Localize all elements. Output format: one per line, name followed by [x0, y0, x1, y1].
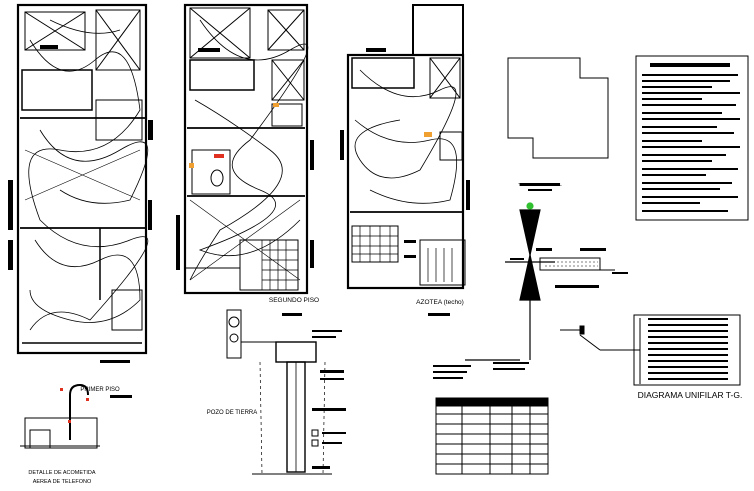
- earth-well-detail: [226, 309, 332, 475]
- acometida-detail: [20, 383, 100, 449]
- second-floor-plan: [183, 3, 309, 295]
- riser-diagram: [465, 202, 555, 361]
- earth-well-labels: [311, 330, 346, 469]
- earth-well-title: POZO DE TIERRA: [207, 410, 258, 416]
- first-floor-plan: [16, 3, 149, 355]
- single-line-circuits: [633, 314, 741, 386]
- single-line-diagram: [560, 318, 641, 384]
- roof-title: AZOTEA (techo): [416, 299, 464, 306]
- small-notes: [433, 362, 529, 379]
- sidewalk-labels: [510, 248, 628, 288]
- first-floor-dimensions: [8, 45, 153, 363]
- roof-accents: [424, 132, 432, 137]
- acometida-title-line1: DETALLE DE ACOMETIDA: [28, 470, 95, 476]
- second-floor-accents: [189, 103, 279, 168]
- second-floor-dimensions: [176, 48, 314, 316]
- single-line-title: DIAGRAMA UNIFILAR T-G.: [638, 390, 743, 400]
- acometida-red-marks: [60, 388, 89, 423]
- first-floor-title: PRIMER PISO: [80, 387, 120, 393]
- first-floor-scale-bar: [110, 395, 132, 398]
- site-outline: [507, 57, 609, 159]
- acometida-title-line2: AEREA DE TELEFONO: [33, 479, 92, 485]
- riser-labels: [520, 183, 560, 191]
- notes-box: [635, 55, 749, 221]
- meter-board-label: TABLERO GENERAL: [518, 182, 562, 187]
- sidewalk-section: [510, 257, 615, 271]
- roof-dimensions: [340, 48, 470, 316]
- roof-plan: [346, 4, 466, 290]
- load-table: [435, 397, 549, 475]
- second-floor-title: SEGUNDO PISO: [269, 297, 319, 304]
